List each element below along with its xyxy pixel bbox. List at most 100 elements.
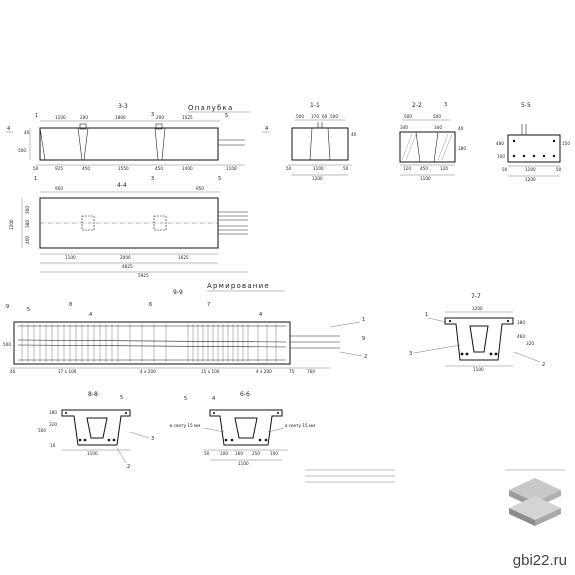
sec22-dim-2: 500 [433,114,441,119]
sec77-dim-bottom: 1100 [473,367,484,372]
reinf-dim-4: 15 x 100 [201,369,220,374]
elev-dim-h-1: 40 [24,130,30,135]
elev-dim-top-5: 1525 [182,115,193,120]
mark-6-reinf: 6 [149,302,152,308]
elev-dim-h-2: 500 [18,148,26,153]
elev-dim-bot-4: 1550 [118,166,129,171]
view-1-1-section: 1-1 500 170 60 500 40 50 1100 50 1200 [286,102,357,181]
sec55-dim-b3: 50 [556,167,562,172]
sec77-dim-h3: 320 [526,341,534,346]
stirrup-group [21,324,277,362]
elev-dim-top-2: 200 [80,115,88,120]
sec22-dim-h1: 40 [458,126,464,131]
section-label-8-8: 8-8 [88,391,98,398]
sec55-dim-h3: 150 [562,141,570,146]
plan-dim-top-1: 950 [55,186,63,191]
sec66-note-right: в свету 15 мм [285,423,315,428]
callout-1-sec77: 1 [425,312,428,318]
elev-dim-top-1: 1100 [55,115,66,120]
sec77-dim-h1: 180 [517,320,525,325]
plan-dim-bot-3: 1625 [178,255,189,260]
callout-4-reinf-a: 4 [89,312,92,318]
sec55-dim-b2: 1100 [525,167,536,172]
reinf-dim-1: 40 [10,369,16,374]
callout-5-sec88: 5 [120,395,123,401]
section-label-5-5: 5-5 [521,102,531,109]
sec11-dim-b3: 50 [343,166,349,171]
mark-3-sec22: 3 [444,102,447,108]
elev-dim-bot-1: 50 [33,166,39,171]
plan-dim-side-2: 360 [25,206,30,214]
callout-4-reinf-b: 4 [259,312,262,318]
sec66-dim-2: 100 [220,451,228,456]
plan-dim-top-2: 950 [196,186,204,191]
sec22-dim-1: 500 [404,114,412,119]
elev-dim-bot-5: 450 [155,166,163,171]
sec55-dim-total: 1200 [525,177,536,182]
sec77-dim-width: 1200 [472,306,483,311]
callout-2-sec88: 2 [127,464,130,470]
reinf-dim-2: 17 x 100 [58,369,77,374]
sec11-dim-1: 500 [296,114,304,119]
sec88-dim-1: 180 [49,410,57,415]
plan-dim-side-4: 460 [25,236,30,244]
sec22-dim-total: 1100 [420,176,431,181]
sec11-dim-4: 500 [330,114,338,119]
callout-3-sec77: 3 [409,351,412,357]
view-9-9-reinforcement: 9-9 Армирование 9 8 6 7 5 4 4 1 9 2 500 … [3,282,367,374]
mark-3-plan: 3 [151,176,154,182]
mark-1-top: 1 [35,113,38,119]
elev-dim-bot-7: 1100 [226,166,237,171]
sec22-dim-3: 340 [400,125,408,130]
callout-5-reinf: 5 [27,307,30,313]
section-label-3-3: 3-3 [118,103,128,110]
reinf-dim-3: 4 x 200 [140,369,156,374]
sec66-dim-3: 160 [235,451,243,456]
sec66-dim-4: 250 [252,451,260,456]
view-6-6-section: 6-6 5 4 в свету 15 мм в свету 15 мм 50 1… [170,391,315,466]
elev-dim-bot-2: 925 [55,166,63,171]
view-4-4-plan: 4-4 1 3 5 950 950 1200 360 380 460 1100 … [9,176,248,278]
callout-3-sec88: 3 [151,436,154,442]
mark-4-right: 4 [265,126,268,132]
reinf-dim-height: 500 [3,342,11,347]
mark-9-reinf-right: 9 [362,336,365,342]
section-label-9-9: 9-9 [173,289,183,296]
sec88-dim-3: 500 [38,428,46,433]
elev-dim-top-3: 1800 [115,115,126,120]
reinf-dim-6: 75 [289,369,295,374]
callout-2-reinf: 2 [364,354,367,360]
view-3-3-elevation: 3-3 Опалубка 1100 200 1800 200 1525 40 5… [6,103,270,171]
sec55-dim-h2: 100 [497,154,505,159]
sec77-dim-h2: 460 [517,334,525,339]
plan-dim-side-1: 1200 [9,219,14,230]
view-5-5-section: 5-5 480 100 150 50 1100 50 1200 [496,102,570,182]
sec11-dim-h: 40 [351,132,357,137]
reinf-dim-5: 4 x 200 [256,369,272,374]
callout-1-reinf: 1 [362,317,365,323]
plan-dim-bot-1: 1100 [65,255,76,260]
mark-7-reinf: 7 [207,302,210,308]
view-8-8-section: 8-8 5 180 320 500 10 3 2 1100 [38,391,154,470]
sec22-dim-b3: 120 [440,166,448,171]
section-label-2-2: 2-2 [412,102,422,109]
view-7-7-section: 7-7 1200 1 3 2 180 460 320 1100 [409,293,545,372]
sec22-dim-4: 340 [434,125,442,130]
plan-dim-side-3: 380 [25,220,30,228]
mark-3-top: 3 [151,112,154,118]
section-label-7-7: 7-7 [471,293,481,300]
mark-4-left: 4 [7,126,10,132]
sec22-dim-h2: 180 [458,146,466,151]
sec11-dim-3: 60 [322,114,328,119]
mark-8-reinf: 8 [69,302,72,308]
sec55-dim-h1: 480 [496,141,504,146]
section-label-6-6: 6-6 [240,391,250,398]
reinf-dim-7: 760 [307,369,315,374]
sec88-dim-bottom: 1100 [87,451,98,456]
title-block-stub [305,469,565,483]
sec66-note-left: в свету 15 мм [170,423,200,428]
callout-4-sec66: 4 [212,396,215,402]
mark-1-plan: 1 [34,176,37,182]
logo-icon [509,478,561,526]
